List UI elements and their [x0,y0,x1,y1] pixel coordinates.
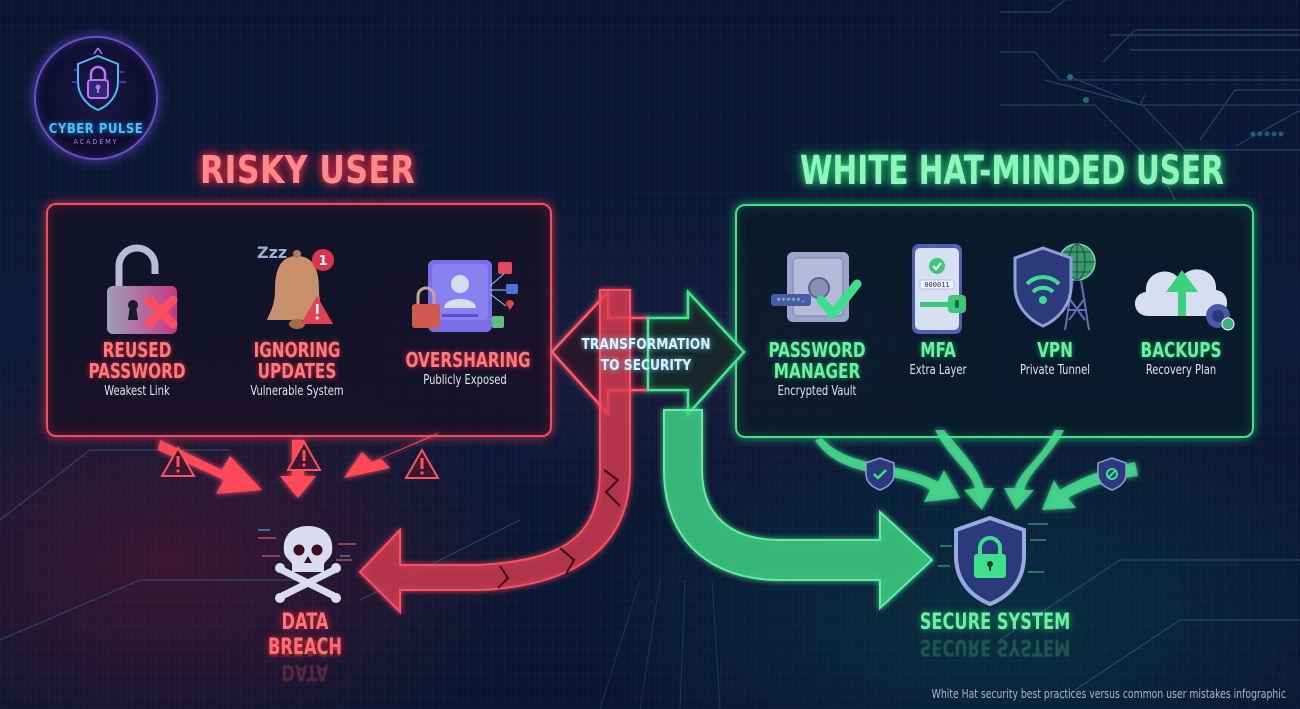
whitehat-item-mfa: 000011 MFA Extra Layer [888,240,988,378]
backups-label: BACKUPS [1140,338,1222,362]
safe-vault-check-icon: *****- [771,252,862,322]
whitehat-item-vpn: VPN Private Tunnel [995,240,1115,378]
shield-lock-icon [72,47,126,112]
reused-password-label-2: PASSWORD [88,359,186,383]
ignoring-updates-label-2: UPDATES [257,359,337,383]
secure-system-label: SECURE SYSTEM [919,610,1071,635]
transformation-label-line2: TO SECURITY [600,356,692,374]
oversharing-subtitle: Publicly Exposed [423,373,507,388]
secure-system-reflection: SECURE SYSTEM [919,634,1071,659]
phone-key-icon: 000011 [912,244,966,334]
vpn-label: VPN [1037,338,1073,362]
reused-password-subtitle: Weakest Link [104,384,170,399]
warning-triangle-icon [160,445,196,477]
backups-subtitle: Recovery Plan [1145,363,1217,378]
sleep-z-text: Zzz [257,243,287,262]
vpn-subtitle: Private Tunnel [1020,363,1090,378]
password-manager-label-2: MANAGER [773,359,861,383]
caption: White Hat security best practices versus… [931,687,1286,701]
warning-triangle-icon [286,439,322,471]
whitehat-user-title: WHITE HAT-MINDED USER [800,148,1224,194]
warning-triangle-icon [404,447,440,479]
logo-subtitle: ACADEMY [73,138,119,146]
whitehat-item-password-manager: *****- PASSWORD MANAGER Encrypted Vault [752,240,882,399]
mfa-code: 000011 [924,281,949,289]
masked-password: *****- [777,297,806,306]
shield-block-icon [1097,457,1127,491]
data-breach-reflection: DATA BREACH [267,634,343,684]
logo-title: CYBER PULSE [48,122,144,137]
transformation-label: TRANSFORMATION TO SECURITY [574,334,718,376]
risky-item-ignoring-updates: Zzz 1 IGNORING UPDATES Vulnerable System [232,240,362,399]
skull-crossbones-icon [258,526,356,603]
sleeping-bell-warning-icon: Zzz 1 [257,243,334,329]
oversharing-label: OVERSHARING [405,348,531,372]
mfa-subtitle: Extra Layer [909,363,967,378]
risky-item-reused-password: REUSED PASSWORD Weakest Link [72,240,202,399]
notification-badge: 1 [318,254,327,269]
broken-padlock-x-icon [107,244,178,334]
cloud-upload-gear-icon [1134,269,1235,331]
password-manager-label-1: PASSWORD [768,338,866,362]
shield-check-icon [865,457,895,491]
logo-badge: CYBER PULSE ACADEMY [34,36,158,160]
whitehat-item-backups: BACKUPS Recovery Plan [1118,240,1244,378]
ignoring-updates-subtitle: Vulnerable System [250,384,344,399]
reused-password-label-1: REUSED [102,338,172,362]
ignoring-updates-label-1: IGNORING [253,338,341,362]
transformation-label-line1: TRANSFORMATION [581,335,711,353]
password-manager-subtitle: Encrypted Vault [777,384,857,399]
data-breach-label: DATA BREACH [267,610,343,660]
shield-wifi-globe-icon [1013,243,1096,331]
profile-sharing-icon [412,260,518,332]
risky-item-oversharing: OVERSHARING Publicly Exposed [395,250,535,388]
shield-padlock-icon [938,515,1048,607]
mfa-label: MFA [920,338,956,362]
risky-user-title: RISKY USER [200,148,416,192]
